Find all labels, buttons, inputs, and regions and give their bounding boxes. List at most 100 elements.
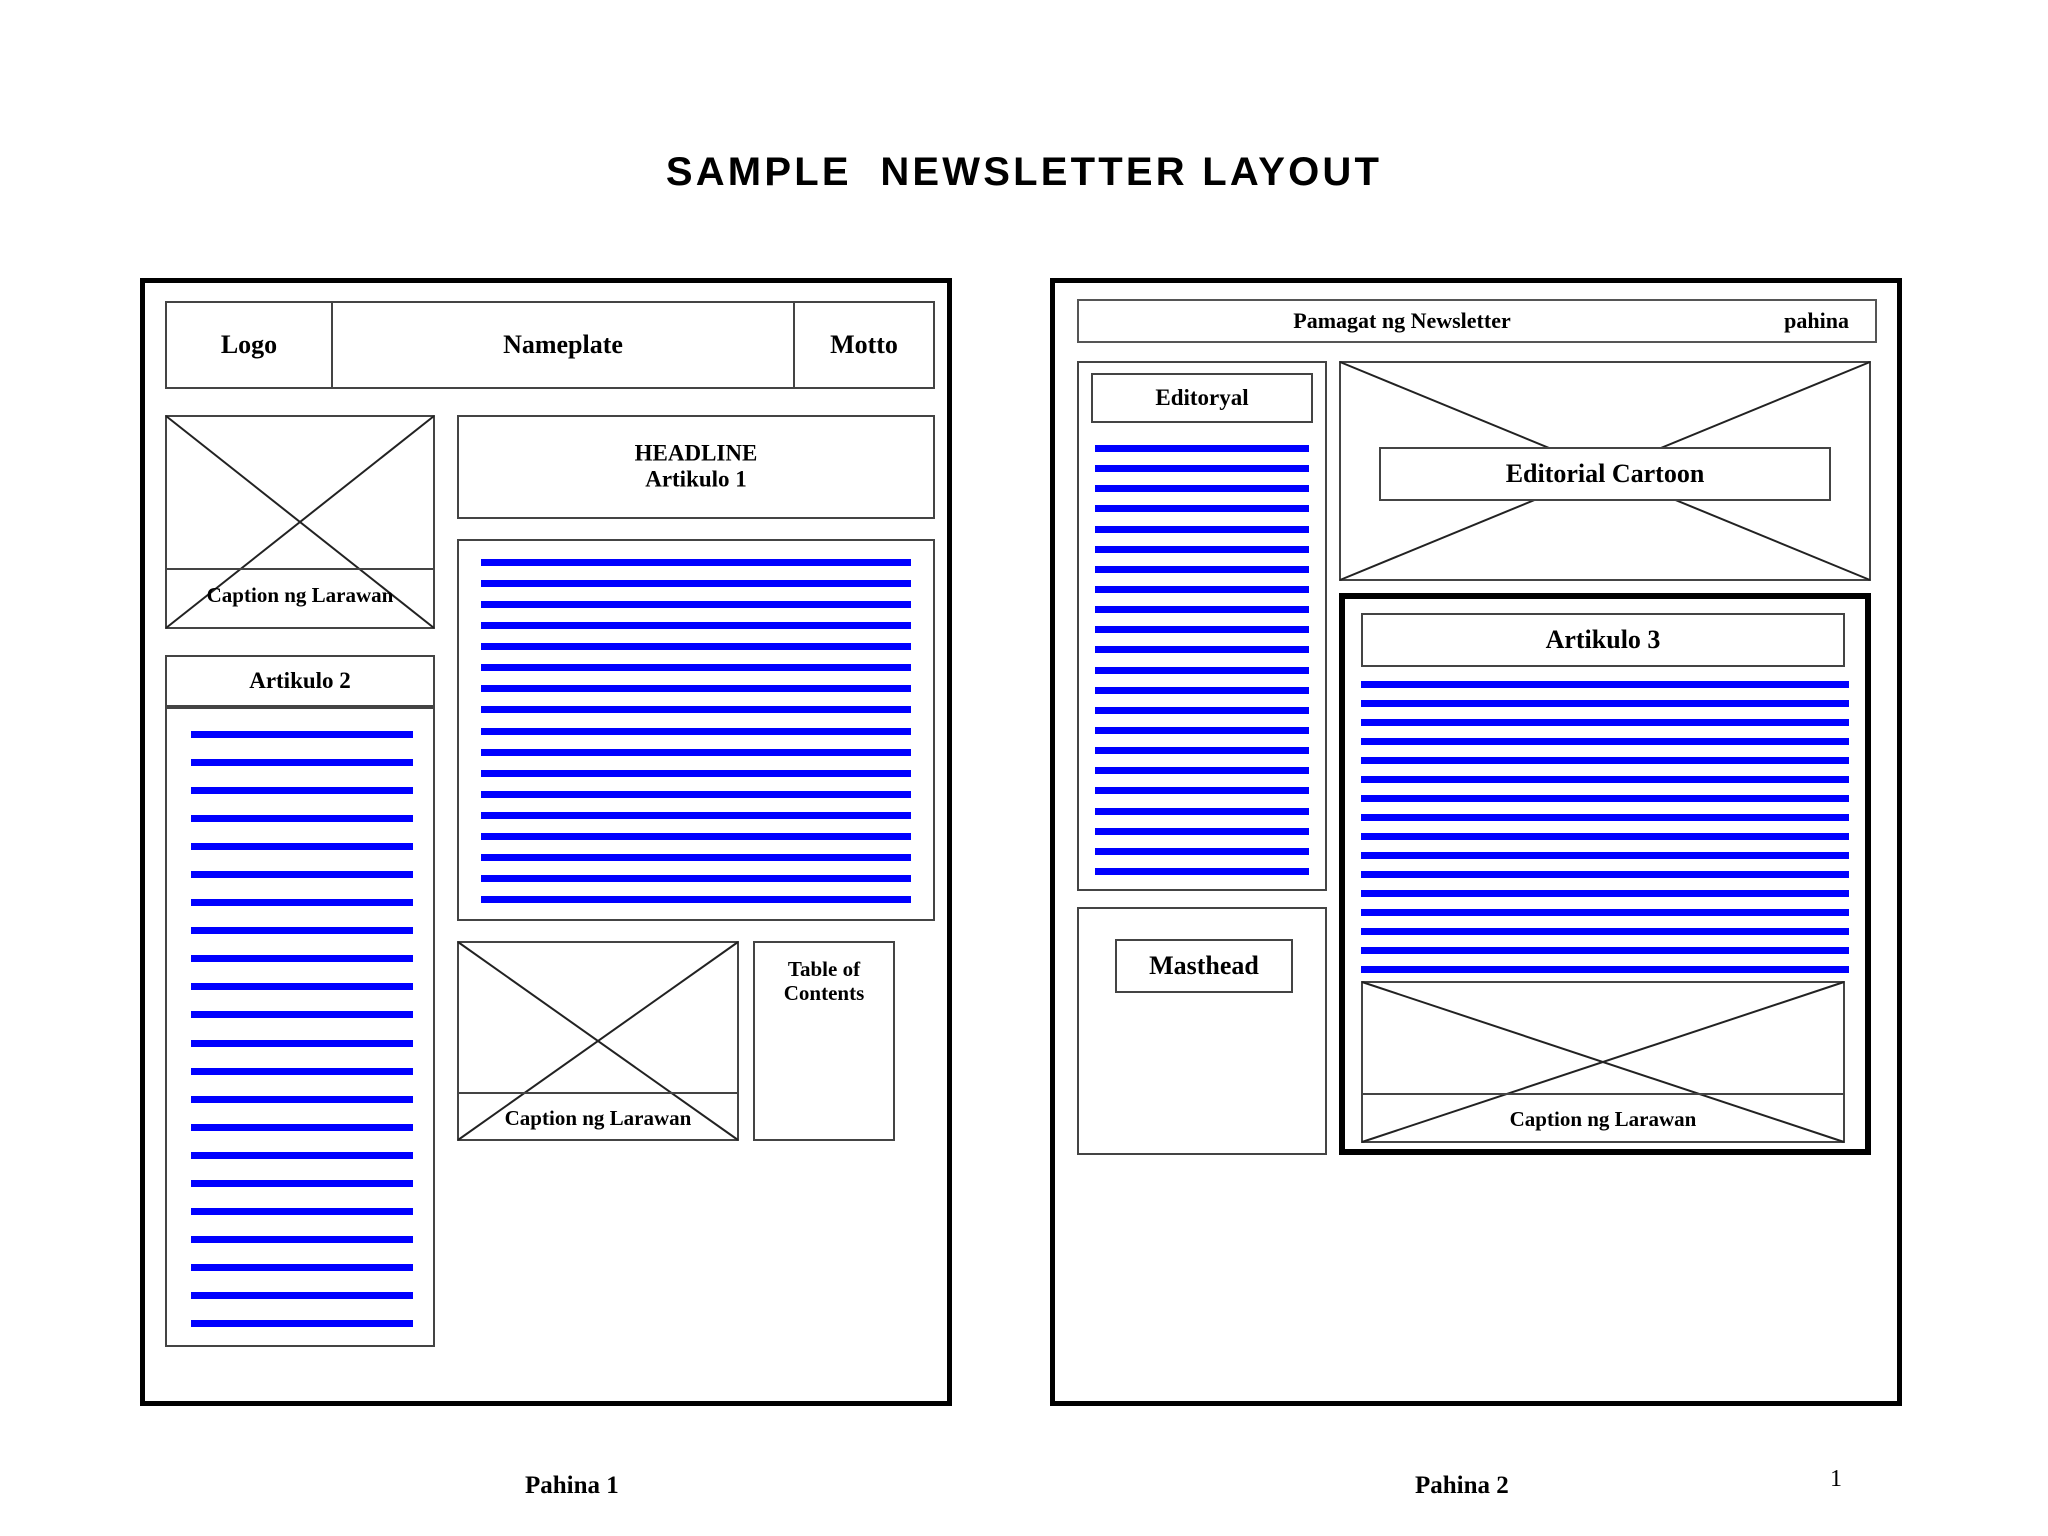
text-line-bar: [1361, 700, 1849, 707]
text-line-bar: [1095, 767, 1309, 775]
text-line-bar: [1095, 747, 1309, 755]
text-line-bar: [1361, 795, 1849, 802]
text-line-bar: [1095, 485, 1309, 493]
image-placeholder-x-icon: [165, 415, 435, 629]
text-line-bar: [1095, 565, 1309, 573]
text-line-bar: [481, 559, 911, 566]
text-line-bar: [481, 622, 911, 630]
text-line-bar: [1095, 505, 1309, 513]
text-line-bar: [1361, 890, 1849, 897]
article3-body-lines: [1361, 681, 1849, 973]
page2-footer-label: Pahina 2: [1415, 1472, 1509, 1499]
text-line-bar: [1095, 726, 1309, 734]
text-line-bar: [481, 811, 911, 819]
text-line-bar: [1095, 787, 1309, 795]
text-line-bar: [1095, 867, 1309, 875]
text-line-bar: [191, 787, 413, 795]
editorial-cartoon-label: Editorial Cartoon: [1505, 459, 1705, 489]
text-line-bar: [1361, 833, 1849, 840]
text-line-bar: [191, 1319, 413, 1327]
text-line-bar: [191, 1039, 413, 1047]
text-line-bar: [481, 853, 911, 861]
toc-text-group: Table of Contents: [755, 957, 893, 1005]
text-line-bar: [481, 896, 911, 903]
article2-heading: Artikulo 2: [249, 667, 351, 693]
logo-label: Logo: [220, 330, 278, 360]
document-page-number: 1: [1830, 1466, 1842, 1492]
text-line-bar: [1095, 606, 1309, 614]
text-line-bar: [481, 706, 911, 714]
text-line-bar: [1095, 525, 1309, 533]
text-line-bar: [481, 685, 911, 693]
page-title: SAMPLE NEWSLETTER LAYOUT: [665, 150, 1383, 194]
newsletter-title-label: Pamagat ng Newsletter: [1293, 308, 1511, 333]
text-line-bar: [1095, 545, 1309, 553]
text-line-bar: [1095, 646, 1309, 654]
text-line-bar: [1361, 871, 1849, 878]
text-line-bar: [1361, 738, 1849, 745]
text-line-bar: [1095, 465, 1309, 473]
article1-body-lines: [481, 559, 911, 903]
running-header-bar: Pamagat ng Newsletter pahina: [1077, 299, 1877, 343]
page-word-label: pahina: [1784, 308, 1849, 333]
image-placeholder-x-icon: [457, 941, 739, 1141]
text-line-bar: [191, 759, 413, 767]
photo-caption-article3: Caption ng Larawan: [1509, 1107, 1697, 1131]
text-line-bar: [1095, 445, 1309, 452]
text-line-bar: [191, 927, 413, 935]
text-line-bar: [481, 874, 911, 882]
text-line-bar: [481, 790, 911, 798]
table-of-contents-box: Table of Contents: [753, 941, 895, 1141]
text-line-bar: [1095, 666, 1309, 674]
text-line-bar: [481, 601, 911, 609]
text-line-bar: [191, 1263, 413, 1271]
text-line-bar: [1361, 757, 1849, 764]
text-line-bar: [191, 731, 413, 738]
text-line-bar: [1361, 947, 1849, 954]
text-line-bar: [481, 580, 911, 588]
text-line-bar: [1361, 814, 1849, 821]
text-line-bar: [1095, 847, 1309, 855]
text-line-bar: [1095, 585, 1309, 593]
text-line-bar: [191, 1291, 413, 1299]
nameplate-box: Nameplate: [331, 301, 795, 389]
photo-caption-top-left: Caption ng Larawan: [206, 583, 394, 607]
photo-placeholder-top-left: Caption ng Larawan: [165, 415, 435, 629]
logo-box: Logo: [165, 301, 333, 389]
article3-heading-box: Artikulo 3: [1361, 613, 1845, 667]
article2-body-lines: [191, 731, 413, 1327]
editorial-cartoon-label-box: Editorial Cartoon: [1379, 447, 1831, 501]
article3-frame: Artikulo 3 Caption ng Larawan: [1339, 593, 1871, 1155]
headline-line-1: HEADLINE: [634, 440, 758, 466]
article2-body-box: [165, 707, 435, 1347]
headline-text-group: HEADLINE Artikulo 1: [459, 441, 933, 494]
text-line-bar: [1361, 852, 1849, 859]
text-line-bar: [1095, 686, 1309, 694]
text-line-bar: [481, 769, 911, 777]
text-line-bar: [191, 1151, 413, 1159]
text-line-bar: [191, 843, 413, 851]
photo-placeholder-article3: Caption ng Larawan: [1361, 981, 1845, 1143]
article2-heading-box: Artikulo 2: [165, 655, 435, 707]
text-line-bar: [1095, 827, 1309, 835]
motto-label: Motto: [830, 330, 898, 360]
text-line-bar: [191, 899, 413, 907]
toc-line-1: Table of: [787, 957, 861, 981]
masthead-outer-box: Masthead: [1077, 907, 1327, 1155]
newsletter-page-1: Logo Nameplate Motto Caption ng Larawan …: [140, 278, 952, 1406]
image-placeholder-x-icon: [1361, 981, 1845, 1143]
photo-caption-bottom-left: Caption ng Larawan: [504, 1106, 692, 1130]
text-line-bar: [1361, 966, 1849, 973]
text-line-bar: [1361, 719, 1849, 726]
text-line-bar: [191, 871, 413, 879]
nameplate-label: Nameplate: [503, 330, 623, 360]
newsletter-page-2: Pamagat ng Newsletter pahina Editoryal E…: [1050, 278, 1902, 1406]
article3-heading: Artikulo 3: [1545, 625, 1661, 655]
editorial-body-lines: [1095, 445, 1309, 875]
editorial-column-box: Editoryal: [1077, 361, 1327, 891]
text-line-bar: [1095, 706, 1309, 714]
text-line-bar: [1361, 928, 1849, 935]
page1-footer-label: Pahina 1: [525, 1472, 619, 1499]
masthead-label: Masthead: [1149, 951, 1259, 981]
text-line-bar: [481, 664, 911, 672]
